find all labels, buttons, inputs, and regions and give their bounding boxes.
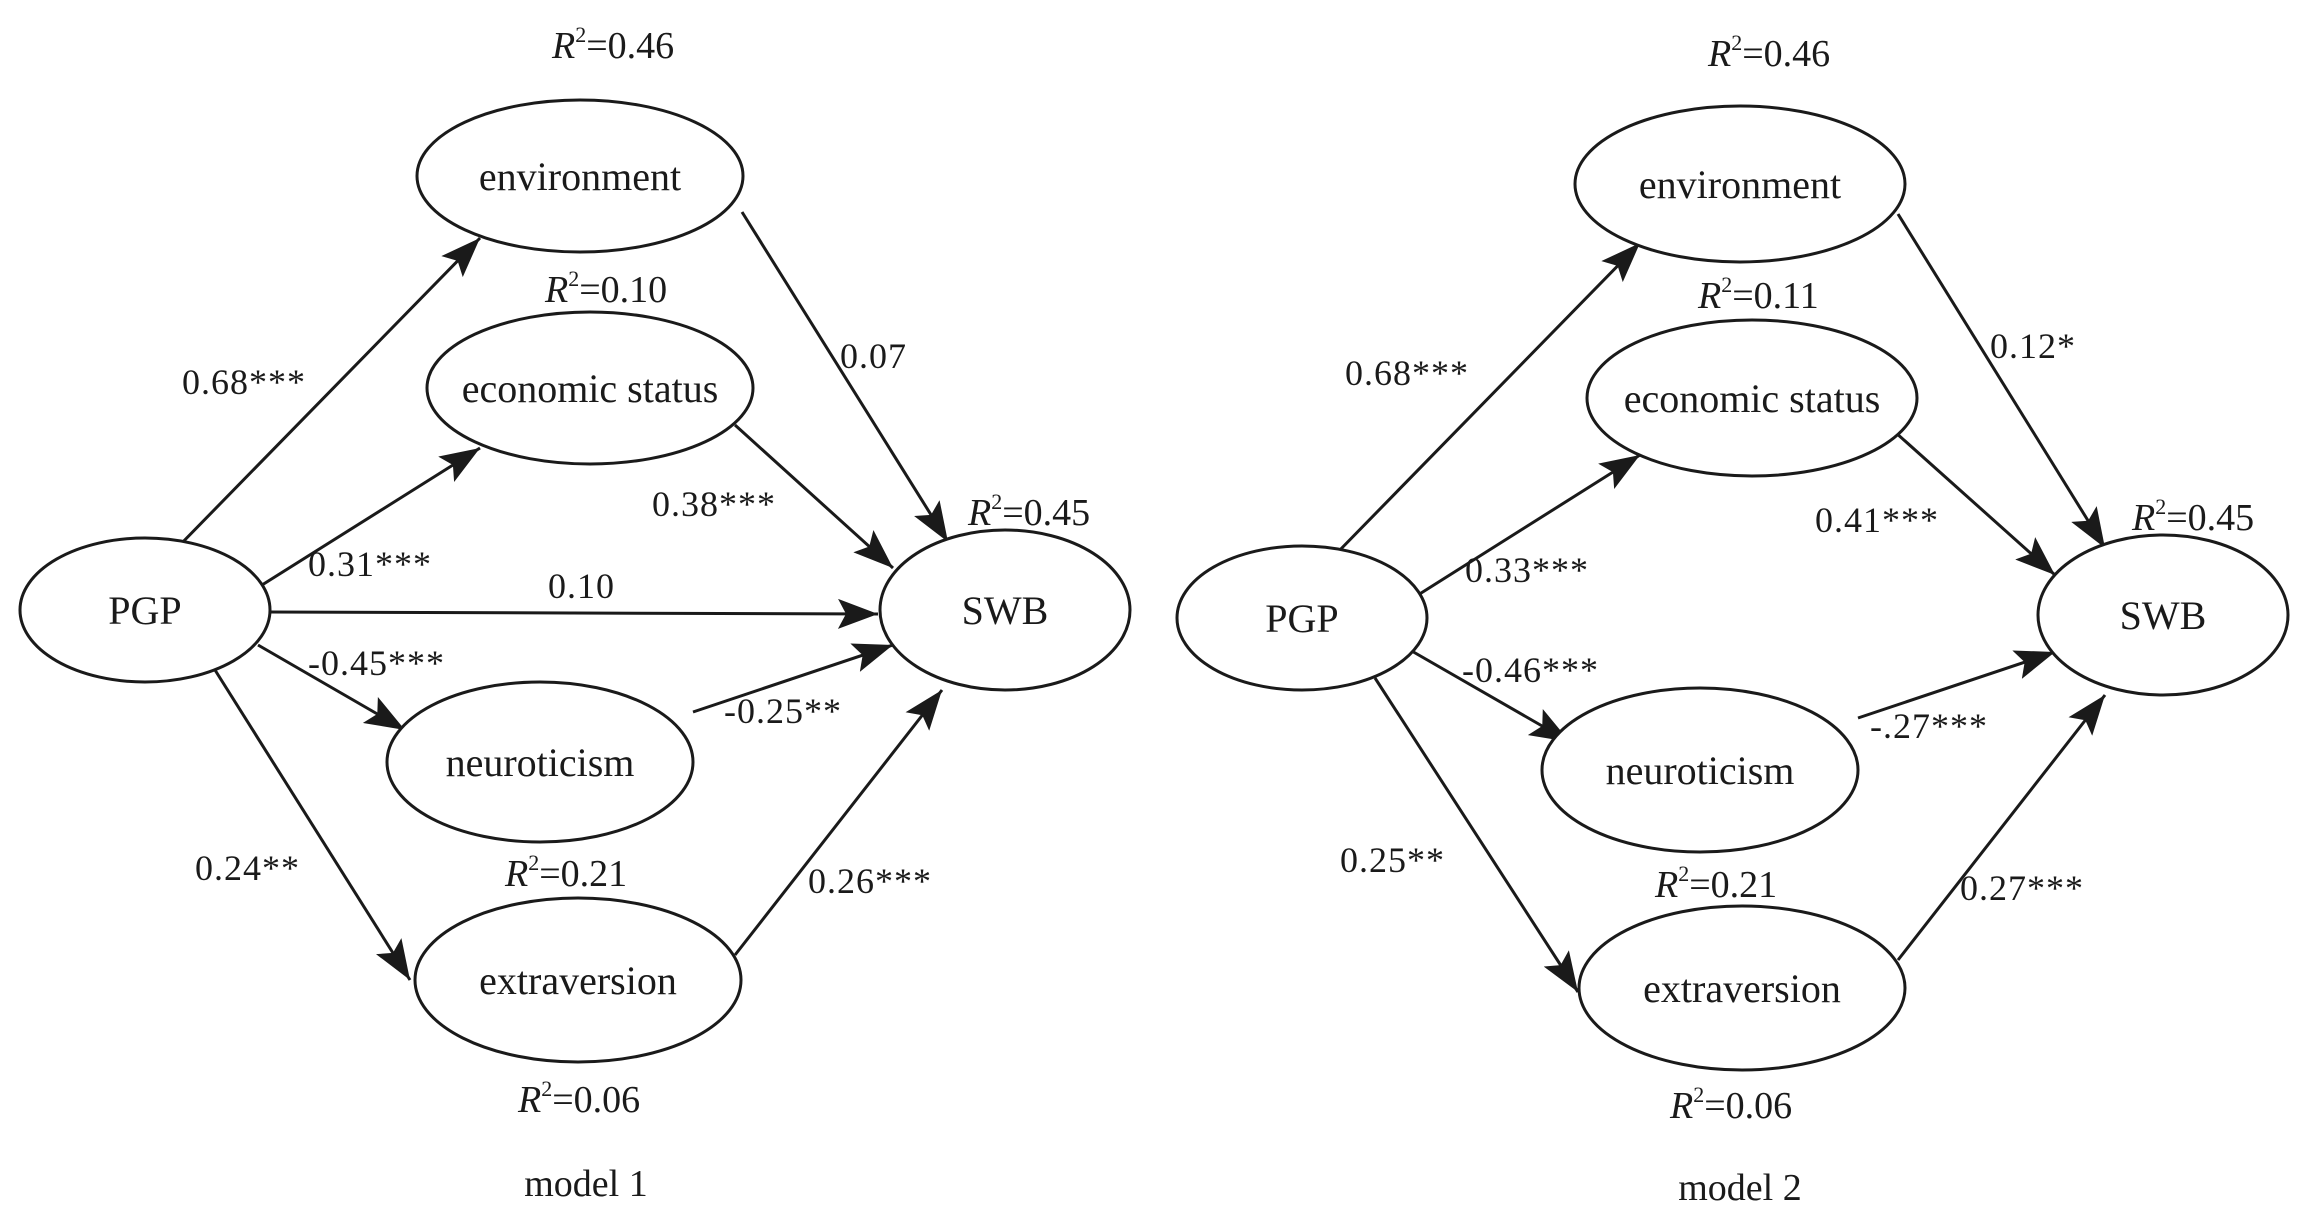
edge-pgp-economic-status — [261, 446, 481, 587]
edge-environment-swb — [740, 211, 950, 543]
coef-economic-status-swb: 0.41*** — [1815, 500, 1939, 540]
node-neuroticism — [385, 680, 695, 844]
edge-pgp-swb — [267, 598, 879, 629]
edge-economic-status-swb — [1894, 430, 2056, 577]
coef-pgp-environment: 0.68*** — [182, 362, 306, 402]
edge-neuroticism-swb — [692, 643, 894, 714]
node-swb — [878, 528, 1132, 692]
node-economic-status — [425, 310, 755, 466]
r2-economic-status: R2=0.10 — [544, 266, 667, 311]
node-extraversion-label: extraversion — [1643, 966, 1841, 1011]
model-1: PGP environment economic status SWB neur… — [18, 22, 1132, 1205]
coef-neuroticism-swb: -0.25** — [724, 691, 842, 731]
r2-environment: R2=0.46 — [551, 22, 674, 67]
node-neuroticism — [1540, 686, 1860, 854]
edge-extraversion-swb — [733, 689, 944, 956]
coef-pgp-neuroticism: -0.46*** — [1462, 650, 1599, 690]
edge-extraversion-swb — [1896, 694, 2107, 961]
coef-pgp-swb: 0.10 — [548, 566, 615, 606]
node-extraversion-label: extraversion — [479, 958, 677, 1003]
edge-neuroticism-swb — [1857, 650, 2056, 720]
node-pgp — [18, 536, 272, 684]
edge-pgp-environment — [173, 236, 482, 552]
node-pgp-label: PGP — [1265, 596, 1338, 641]
coef-extraversion-swb: 0.27*** — [1960, 868, 2084, 908]
node-swb-label: SWB — [2120, 593, 2207, 638]
r2-swb: R2=0.45 — [967, 489, 1090, 534]
node-environment-label: environment — [479, 154, 681, 199]
coef-pgp-environment: 0.68*** — [1345, 353, 1469, 393]
coef-environment-swb: 0.07 — [840, 336, 907, 376]
r2-economic-status: R2=0.11 — [1697, 272, 1819, 317]
node-environment-label: environment — [1639, 162, 1841, 207]
node-environment — [415, 98, 745, 254]
node-pgp — [1175, 544, 1429, 692]
coef-pgp-neuroticism: -0.45*** — [308, 643, 445, 683]
node-economic-status-label: economic status — [1624, 376, 1881, 421]
node-economic-status-label: economic status — [462, 366, 719, 411]
node-neuroticism-label: neuroticism — [1606, 748, 1795, 793]
edge-pgp-neuroticism — [257, 643, 406, 732]
edge-pgp-neuroticism — [1409, 648, 1571, 744]
r2-neuroticism: R2=0.21 — [504, 850, 627, 895]
node-extraversion — [1577, 904, 1907, 1072]
coef-pgp-extraversion: 0.24** — [195, 848, 300, 888]
edge-pgp-economic-status — [1417, 453, 1641, 597]
r2-extraversion: R2=0.06 — [1669, 1082, 1792, 1127]
edge-environment-swb — [1896, 213, 2107, 549]
node-swb — [2036, 533, 2290, 697]
edge-pgp-extraversion — [1373, 677, 1580, 993]
caption-model-1: model 1 — [524, 1163, 647, 1205]
edge-pgp-extraversion — [213, 669, 412, 981]
r2-extraversion: R2=0.06 — [517, 1076, 640, 1121]
node-swb-label: SWB — [962, 588, 1049, 633]
coef-pgp-extraversion: 0.25** — [1340, 840, 1445, 880]
r2-environment: R2=0.46 — [1707, 30, 1830, 75]
model-2: PGP environment economic status SWB neur… — [1175, 30, 2290, 1209]
edge-economic-status-swb — [733, 423, 895, 570]
node-economic-status — [1585, 318, 1919, 478]
node-neuroticism-label: neuroticism — [446, 740, 635, 785]
coef-extraversion-swb: 0.26*** — [808, 861, 932, 901]
node-pgp-label: PGP — [108, 588, 181, 633]
r2-neuroticism: R2=0.21 — [1654, 861, 1777, 906]
coef-pgp-economic-status: 0.33*** — [1465, 550, 1589, 590]
coef-economic-status-swb: 0.38*** — [652, 484, 776, 524]
coef-pgp-economic-status: 0.31*** — [308, 544, 432, 584]
coef-environment-swb: 0.12* — [1990, 326, 2076, 366]
edge-pgp-environment — [1333, 241, 1642, 557]
node-environment — [1573, 104, 1907, 264]
caption-model-2: model 2 — [1678, 1167, 1801, 1209]
node-extraversion — [413, 896, 743, 1064]
r2-swb: R2=0.45 — [2131, 494, 2254, 539]
coef-neuroticism-swb: -.27*** — [1870, 706, 1988, 746]
